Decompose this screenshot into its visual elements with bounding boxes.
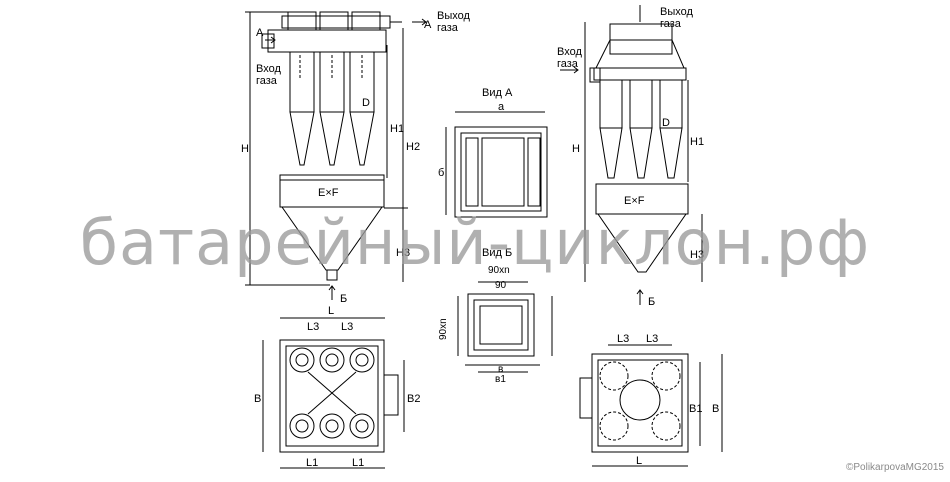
dim-d-left: D [362, 97, 370, 109]
view-b-v: в [498, 364, 503, 375]
label-a-left: A [256, 27, 264, 39]
dim-d-right: D [662, 117, 670, 129]
view-a-title: Вид А [482, 87, 513, 99]
dim-h1-right: H1 [690, 136, 704, 148]
dim-exf-right: E×F [624, 195, 645, 207]
dim-h-left: H [241, 143, 249, 155]
front-view-right [560, 5, 703, 305]
plan-right-l3b: L3 [646, 333, 658, 345]
dim-h1-left: H1 [390, 123, 404, 135]
plan-left-l1b: L1 [352, 457, 364, 469]
gas-in-label-2: газа [256, 75, 278, 87]
dim-h-right: H [572, 143, 580, 155]
view-b-90xn: 90xn [488, 265, 510, 276]
copyright-text: ©PolikarpovaMG2015 [846, 462, 944, 473]
view-a-dim-b: б [438, 167, 444, 179]
labels: A A Выход газа Вход газа H H1 H2 H3 D E×… [241, 6, 719, 469]
view-b-90xn-vertical: 90xn [438, 318, 449, 340]
gas-in-label-1: Вход [256, 63, 281, 75]
plan-left-l1a: L1 [306, 457, 318, 469]
dim-h3-right: H3 [690, 249, 704, 261]
gas-out-label-2: газа [437, 22, 459, 34]
gas-out-right-1: Выход [660, 6, 693, 18]
view-b [457, 281, 553, 373]
plan-right-l: L [636, 455, 642, 467]
view-a [445, 111, 548, 218]
gas-out-right-2: газа [660, 18, 682, 30]
dim-h3-left: H3 [396, 247, 410, 259]
dim-exf-left: E×F [318, 187, 339, 199]
plan-left-l3b: L3 [341, 321, 353, 333]
view-a-dim-a: a [498, 101, 505, 113]
label-b-right: Б [648, 296, 655, 308]
plan-right-b: B [712, 403, 719, 415]
label-b-left: Б [340, 293, 347, 305]
dim-h2-left: H2 [406, 141, 420, 153]
label-a-right: A [424, 19, 432, 31]
plan-view-right [579, 344, 723, 467]
plan-left-l3a: L3 [307, 321, 319, 333]
gas-out-label-1: Выход [437, 10, 470, 22]
plan-left-b: B [254, 393, 261, 405]
gas-in-right-2: газа [557, 58, 579, 70]
plan-right-l3a: L3 [617, 333, 629, 345]
front-view-left [245, 11, 427, 300]
plan-right-b1: B1 [689, 403, 702, 415]
gas-in-right-1: Вход [557, 46, 582, 58]
plan-left-b2: B2 [407, 393, 420, 405]
view-b-90: 90 [495, 280, 507, 291]
view-b-title: Вид Б [482, 247, 512, 259]
plan-view-left [262, 317, 405, 469]
view-b-v1: в1 [495, 374, 506, 385]
plan-left-l: L [328, 305, 334, 317]
